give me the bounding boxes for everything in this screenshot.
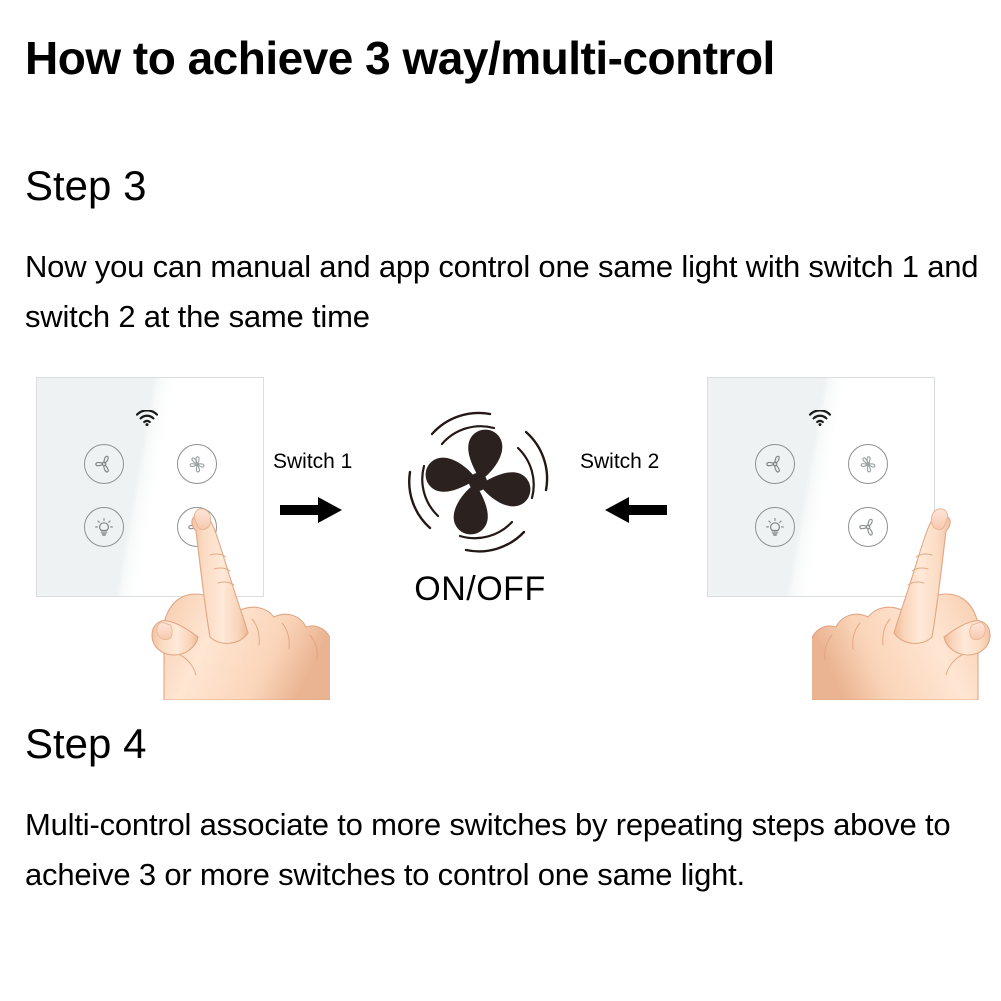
onoff-label: ON/OFF (414, 570, 546, 608)
fan-3-blade-icon (184, 514, 210, 540)
fan-button-top-left[interactable] (84, 444, 124, 484)
step-4-body: Multi-control associate to more switches… (25, 807, 951, 893)
step-3-heading: Step 3 (25, 162, 147, 209)
light-button-bottom-left[interactable] (755, 507, 795, 547)
fan-3-blade-icon (91, 451, 117, 477)
switch-panel-1[interactable] (36, 377, 264, 597)
fan-button-bottom-right-pressed[interactable] (848, 507, 888, 547)
wifi-icon (135, 409, 159, 427)
light-bulb-icon (91, 514, 117, 540)
switch-1-label: Switch 1 (273, 450, 353, 473)
light-button-bottom-left[interactable] (84, 507, 124, 547)
fan-button-top-right[interactable] (848, 444, 888, 484)
light-bulb-icon (762, 514, 788, 540)
wifi-icon (808, 409, 832, 427)
fan-5-blade-icon (855, 451, 881, 477)
arrow-right-icon (280, 495, 342, 525)
fan-3-blade-icon (855, 514, 881, 540)
step-3-body: Now you can manual and app control one s… (25, 249, 979, 335)
fan-5-blade-icon (184, 451, 210, 477)
switch-panel-2[interactable] (707, 377, 935, 597)
fan-4-blade-spinning-icon (398, 402, 558, 562)
fan-button-top-left[interactable] (755, 444, 795, 484)
switch-2-label: Switch 2 (580, 450, 660, 473)
page-title: How to achieve 3 way/multi-control (25, 32, 775, 84)
fan-button-top-right[interactable] (177, 444, 217, 484)
fan-3-blade-icon (762, 451, 788, 477)
step-4-heading: Step 4 (25, 720, 147, 767)
fan-button-bottom-right-pressed[interactable] (177, 507, 217, 547)
diagram-area: ON/OFF (0, 360, 1001, 701)
arrow-left-icon (605, 495, 667, 525)
